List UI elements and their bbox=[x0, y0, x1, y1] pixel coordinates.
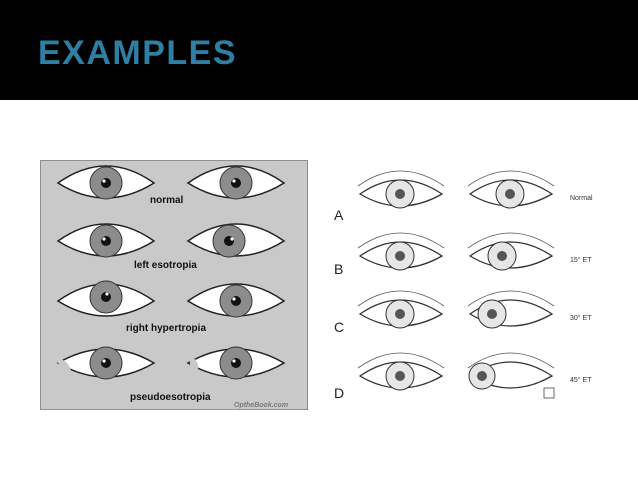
label-pseudoesotropia: pseudoesotropia bbox=[130, 392, 211, 403]
note-a: Normal bbox=[570, 195, 593, 202]
note-c: 30° ET bbox=[570, 314, 592, 322]
slide-title: EXAMPLES bbox=[38, 34, 238, 72]
eye-pair-c bbox=[357, 290, 555, 329]
label-normal: normal bbox=[150, 195, 184, 206]
slide-header: EXAMPLES bbox=[0, 0, 638, 100]
row-letter-b: B bbox=[334, 261, 343, 277]
eye-pair-right-hypertropia bbox=[57, 280, 285, 318]
label-right-hypertropia: right hypertropia bbox=[126, 323, 206, 334]
watermark: OptheBook.com bbox=[234, 402, 288, 409]
eye-pair-d bbox=[357, 352, 555, 399]
label-left-esotropia: left esotropia bbox=[134, 260, 197, 271]
eye-pair-pseudoesotropia bbox=[55, 346, 286, 380]
eye-pair-normal bbox=[57, 165, 285, 200]
eye-pair-a bbox=[357, 170, 555, 209]
esotropia-degrees-drawing: A Normal B 15° ET C bbox=[334, 170, 593, 401]
strabismus-types-drawing: normal left esotropia right hypertropia bbox=[55, 165, 288, 409]
note-b: 15° ET bbox=[570, 256, 592, 264]
row-letter-a: A bbox=[334, 207, 344, 223]
esotropia-degrees-illustration: A Normal B 15° ET C bbox=[330, 160, 610, 410]
strabismus-types-illustration: normal left esotropia right hypertropia bbox=[40, 160, 308, 410]
row-letter-c: C bbox=[334, 319, 344, 335]
eye-pair-left-esotropia bbox=[57, 223, 286, 258]
row-letter-d: D bbox=[334, 385, 344, 401]
eye-pair-b bbox=[357, 232, 555, 271]
note-d: 45° ET bbox=[570, 376, 592, 384]
